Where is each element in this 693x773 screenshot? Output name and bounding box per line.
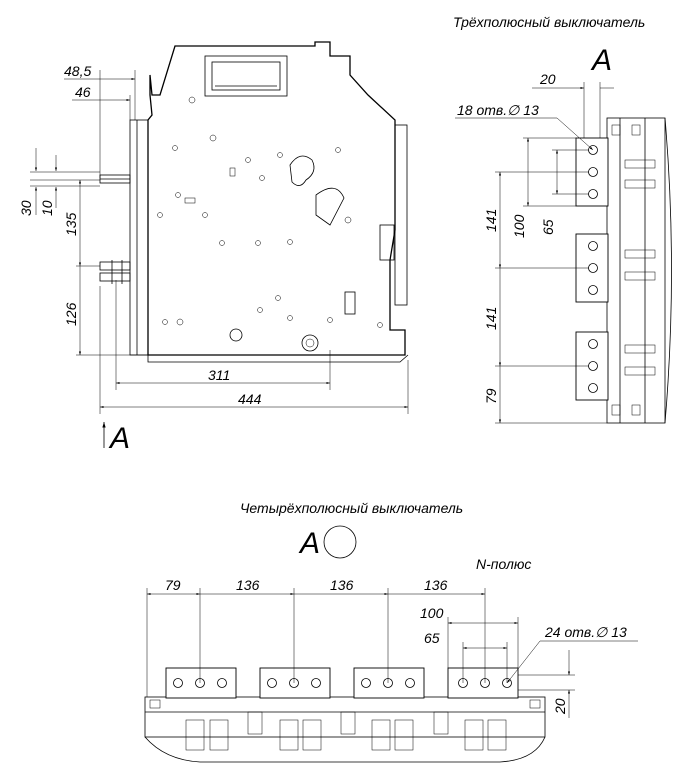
- dim-444: 444: [238, 391, 262, 407]
- breaker-side-body: [147, 41, 406, 356]
- four-pole-view: Четырёхполюсный выключатель A N-полюс: [144, 500, 638, 763]
- three-pole-dim-141-lower: 141: [483, 307, 499, 330]
- three-pole-housing: [606, 117, 666, 424]
- four-pole-dim-136-b: 136: [330, 577, 354, 593]
- four-pole-terminal-1: [165, 667, 237, 699]
- four-pole-terminal-3: [353, 667, 425, 699]
- three-pole-housing-curve: [664, 117, 672, 424]
- three-pole-dim-65: 65: [540, 219, 556, 235]
- side-holes: [157, 96, 383, 328]
- dim-126: 126: [63, 302, 79, 326]
- four-pole-holes-label: 24 отв.∅ 13: [544, 624, 627, 640]
- front-plate: [129, 119, 149, 356]
- mechanism-cam: [289, 155, 315, 186]
- three-pole-dimensions: [455, 82, 614, 424]
- view-label-a: A: [108, 422, 130, 455]
- lower-terminal: [99, 260, 131, 284]
- four-pole-housing: [144, 696, 546, 763]
- side-view: 48,5 46 30 10 135 126 311 444 A: [18, 41, 409, 455]
- dim-30: 30: [18, 200, 34, 216]
- handle-window: [204, 55, 288, 97]
- three-pole-holes-label: 18 отв.∅ 13: [457, 102, 539, 118]
- dim-48-5: 48,5: [64, 63, 91, 79]
- four-pole-dim-136-c: 136: [424, 577, 448, 593]
- three-pole-view: Трёхполюсный выключатель A: [453, 14, 672, 424]
- three-pole-dim-20: 20: [539, 71, 556, 87]
- dim-311: 311: [208, 367, 230, 383]
- four-pole-dim-136-a: 136: [236, 577, 260, 593]
- three-pole-title: Трёхполюсный выключатель: [453, 14, 645, 30]
- side-dimensions: [30, 70, 409, 414]
- four-pole-title: Четырёхполюсный выключатель: [240, 500, 463, 516]
- four-pole-dimensions: [146, 588, 638, 718]
- four-pole-dim-20: 20: [552, 698, 568, 715]
- n-pole-label: N-полюс: [476, 556, 531, 572]
- dim-135: 135: [63, 212, 79, 236]
- handle-window-inner: [211, 61, 281, 91]
- four-pole-dim-100: 100: [420, 605, 444, 621]
- side-base: [147, 354, 409, 363]
- four-pole-dim-65: 65: [424, 630, 440, 646]
- bottom-screw: [301, 334, 319, 352]
- right-bracket: [394, 124, 408, 306]
- dim-46: 46: [75, 84, 91, 100]
- three-pole-slots: [611, 124, 656, 416]
- three-pole-dim-100: 100: [511, 214, 527, 238]
- three-pole-dim-141-upper: 141: [483, 209, 499, 232]
- pivot-screw: [229, 328, 243, 342]
- view-circle-icon: [323, 525, 357, 559]
- three-pole-dim-79: 79: [483, 388, 499, 404]
- four-pole-dim-79: 79: [165, 577, 181, 593]
- upper-terminal: [99, 174, 131, 184]
- mechanism-lever: [315, 187, 345, 226]
- four-pole-terminal-2: [259, 667, 331, 699]
- four-pole-terminal-n: [447, 667, 519, 699]
- four-pole-view-label: A: [298, 527, 320, 560]
- dim-10: 10: [39, 200, 55, 216]
- three-pole-view-label: A: [590, 44, 612, 77]
- auxiliary-block: [379, 224, 395, 261]
